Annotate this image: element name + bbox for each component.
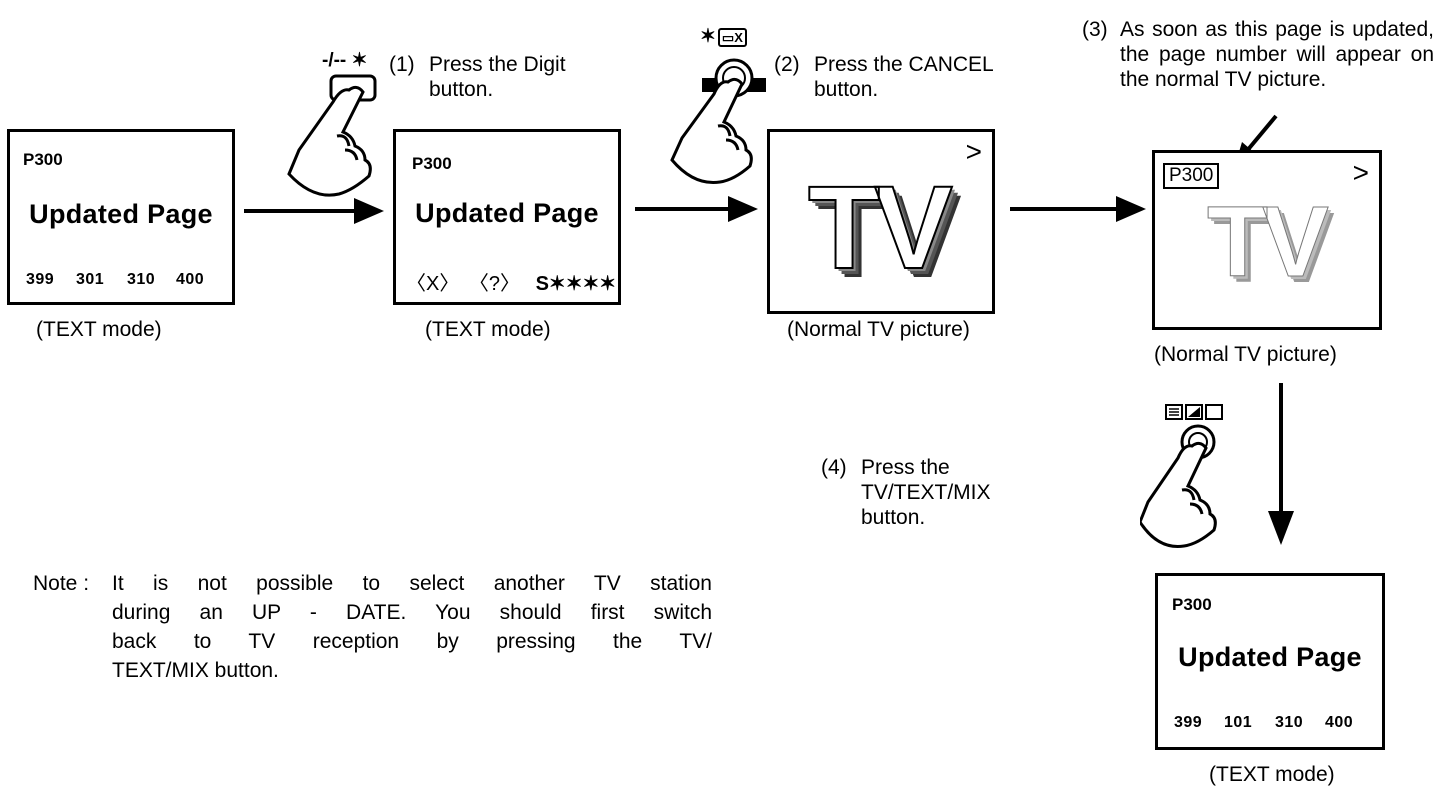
fastext-301: 301 [76,271,105,288]
page-number: P300 [1172,595,1212,614]
caption-text-mode-1: (TEXT mode) [36,318,162,341]
text-screen-1: P300 Updated Page 399 301 310 400 [7,129,235,305]
cancel-button-symbol: ✶▭X [700,25,747,48]
hand-pressing-tv-text-mix-button-icon [1140,424,1217,548]
text-screen-2: P300 Updated Page 〈X〉 〈?〉 S✶✶✶✶ [393,129,621,305]
caption-text-mode-3: (TEXT mode) [1209,763,1335,786]
fastext-310: 310 [127,271,156,288]
note-line-4: TEXT/MIX button. [112,659,279,682]
fastext-400: 400 [176,271,205,288]
hand-pressing-cancel-button-icon [670,58,766,185]
step-2-instruction: (2) Press the CANCEL button. [774,53,993,101]
subcode-row: 〈X〉 〈?〉 S✶✶✶✶ [406,267,616,296]
reveal-mark: 〈?〉 [468,273,521,295]
fastext-310: 310 [1275,714,1304,731]
tv-text-mix-symbols-icon [1165,404,1223,420]
tv-logo: TV [807,161,954,295]
note-line-2: during an UP - DATE. You should first sw… [112,601,712,624]
page-title: Updated Page [29,199,213,229]
fastext-399: 399 [26,271,55,288]
page-title: Updated Page [1178,642,1362,672]
note-line-1: It is not possible to select another TV … [112,572,712,595]
fastext-400: 400 [1325,714,1354,731]
page-indicator: > [965,136,982,167]
note-label: Note : [33,572,90,595]
hand-pressing-digit-button-icon [287,74,377,197]
arrow-right-icon [244,198,384,224]
arrow-right-icon [1010,196,1146,222]
caption-text-mode-2: (TEXT mode) [425,318,551,341]
text-screen-3: P300 Updated Page 399 101 310 400 [1155,573,1385,750]
arrow-right-icon [635,196,758,222]
page-number: P300 [23,150,63,169]
fastext-101: 101 [1224,714,1253,731]
note-block: Note : It is not possible to select anot… [33,569,733,685]
page-number: P300 [412,154,452,173]
arrow-down-icon [1268,383,1294,545]
note-line-3: back to TV reception by pressing the TV/ [112,630,712,653]
subcode-search: S✶✶✶✶ [535,273,616,295]
step-4-instruction: (4) Press the TV/TEXT/MIX button. [821,456,991,529]
tv-screen-2: P300 > TV [1152,150,1382,330]
step-3-instruction: (3) As soon as this page is updated, the… [1082,18,1434,91]
step-1-instruction: (1) Press the Digit button. [389,53,566,101]
tv-logo: TV [1207,186,1330,299]
page-indicator: > [1352,157,1369,188]
tv-screen-1: > TV [767,129,995,314]
page-number-box: P300 [1163,163,1220,189]
cancel-mark: 〈X〉 [406,273,460,295]
page-title: Updated Page [415,198,599,228]
caption-normal-tv-1: (Normal TV picture) [787,318,970,341]
caption-normal-tv-2: (Normal TV picture) [1154,343,1337,366]
fastext-399: 399 [1174,714,1203,731]
digit-button-symbol: -/-- ✶ [322,50,368,71]
